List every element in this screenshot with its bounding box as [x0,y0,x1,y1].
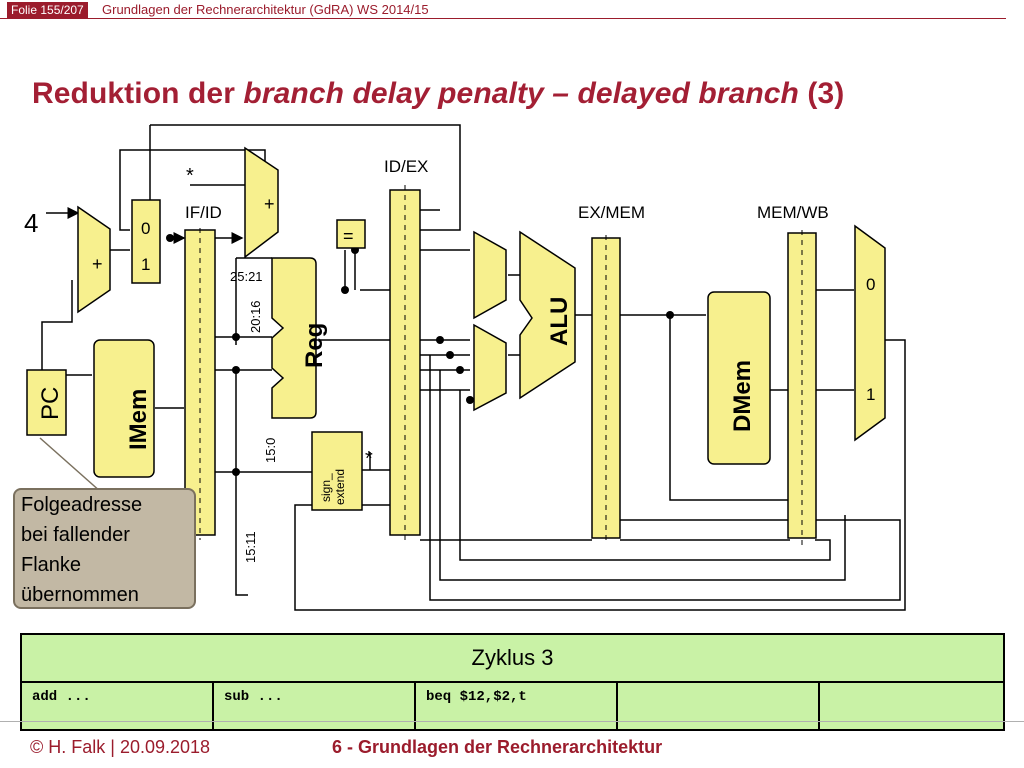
junction-dots [166,234,674,476]
note-line: übernommen [21,584,139,606]
footer-author: © H. Falk | 20.09.2018 [30,737,211,757]
pc-adder-label: + [92,254,103,274]
pc-register [26,369,67,436]
bits-20-16: 20:16 [248,300,263,333]
datapath-diagram: + 0 1 + * 4 PC IMem IF/ID 25:21 20:16 15… [24,124,906,611]
imem-label: IMem [125,389,152,450]
pc-mux-0: 0 [141,219,150,238]
idex-label: ID/EX [384,157,428,176]
note-line: bei fallender [21,524,130,546]
compare-unit [336,219,366,249]
header-bar: Folie 155/207 Grundlagen der Rechnerarch… [0,0,1024,20]
alu-mux-b [473,323,507,412]
bits-15-0: 15:0 [263,438,278,463]
star-sign-extend: * [365,448,373,470]
title-suffix: (3) [799,77,845,110]
star-top: * [186,165,194,187]
alu-label: ALU [546,297,573,346]
imem [93,339,155,478]
idex-register [389,189,421,536]
wb-mux-1: 1 [866,385,875,404]
writeback-mux [854,224,886,442]
pipeline-table: Zyklus 3 add ... sub ... beq $12,$2,t [20,633,1005,731]
compare-label: = [343,226,354,246]
exmem-label: EX/MEM [578,203,645,222]
memwb-label: MEM/WB [757,203,829,222]
branch-adder-label: + [264,194,275,214]
wb-mux-0: 0 [866,275,875,294]
bits-25-21: 25:21 [230,269,263,284]
dmem-label: DMem [729,360,756,432]
callout-note: Folgeadresse bei fallender Flanke überno… [13,488,196,609]
bits-15-11: 15:11 [243,531,258,563]
pc-label: PC [37,387,64,420]
sign-extend-label-1: sign_ [319,473,333,502]
stage-cell [616,681,820,731]
header-rule [0,18,1006,19]
pc-mux-1: 1 [141,255,150,274]
slide-title: Reduktion der branch delay penalty – del… [32,77,844,111]
sign-extend-label-2: extend [333,469,347,505]
pc-adder [77,205,111,314]
stage-cell [818,681,1005,731]
note-line: Folgeadresse [21,494,143,516]
course-title: Grundlagen der Rechnerarchitektur (GdRA)… [102,2,429,17]
constant-four: 4 [24,208,38,238]
branch-adder [244,146,279,259]
title-italic: branch delay penalty – delayed branch [243,77,799,110]
stage-cell: sub ... [212,681,416,731]
stage-cell: add ... [20,681,214,731]
register-file [271,257,317,419]
note-line: Flanke [21,554,82,576]
slide-number: Folie 155/207 [7,2,88,18]
ifid-label: IF/ID [185,203,222,222]
alu-mux-a [473,230,507,320]
cycle-header: Zyklus 3 [20,633,1005,683]
stage-cell: beq $12,$2,t [414,681,618,731]
register-file-label: Reg [301,323,328,368]
dmem [707,291,771,465]
footer-chapter: 6 - Grundlagen der Rechnerarchitektur [332,737,663,757]
pc-mux [131,199,161,284]
footer-rule [0,721,1024,722]
sign-extend [311,431,363,511]
alu [519,230,576,400]
title-prefix: Reduktion der [32,77,244,110]
